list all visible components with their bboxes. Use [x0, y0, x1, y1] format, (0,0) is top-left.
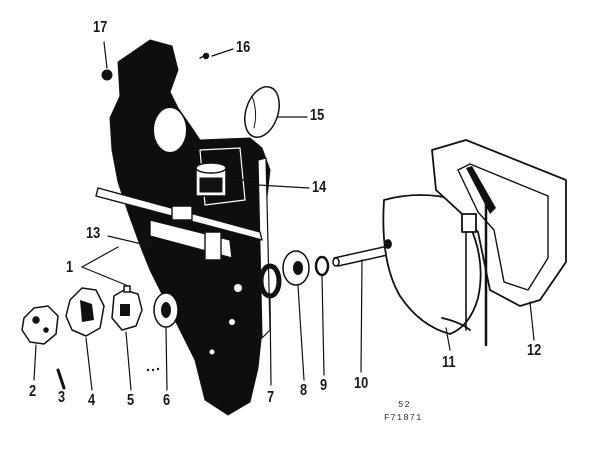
callout-16: 16: [236, 39, 251, 56]
callout-8: 8: [300, 382, 308, 399]
part-wheel: [153, 292, 179, 328]
plate-hole: [209, 349, 215, 355]
callout-6: 6: [163, 392, 171, 409]
callout-3: 3: [58, 389, 66, 406]
hub: [282, 250, 310, 286]
rail-bracket: [95, 187, 263, 261]
callout-10: 10: [354, 375, 369, 392]
part-gear: [111, 285, 143, 331]
callout-13: 13: [86, 225, 101, 242]
lens: [244, 86, 280, 138]
washer: [314, 255, 330, 277]
motor: [195, 162, 257, 197]
part-cam: [65, 287, 105, 337]
callout-1: 1: [66, 259, 74, 276]
callout-5: 5: [127, 392, 135, 409]
callout-11: 11: [442, 354, 456, 371]
plate-hole: [234, 284, 242, 292]
callout-15: 15: [310, 107, 325, 124]
figure-code: F71871: [384, 413, 423, 423]
plate-opening: [154, 108, 186, 152]
tiny-screws: [146, 367, 160, 372]
plate-hole: [229, 319, 235, 325]
callout-14: 14: [312, 179, 327, 196]
callout-9: 9: [320, 377, 328, 394]
part-plate-small: [21, 305, 59, 345]
callout-2: 2: [29, 383, 37, 400]
nut: [101, 69, 113, 81]
callout-7: 7: [267, 389, 275, 406]
page-code: 52: [398, 400, 411, 410]
leader-lines: [33, 41, 535, 391]
callout-12: 12: [527, 342, 542, 359]
callout-17: 17: [93, 19, 108, 36]
screw: [199, 52, 210, 60]
o-ring: [258, 263, 282, 299]
screen-frame: [431, 139, 567, 347]
pin: [56, 368, 66, 390]
callout-4: 4: [88, 392, 96, 409]
